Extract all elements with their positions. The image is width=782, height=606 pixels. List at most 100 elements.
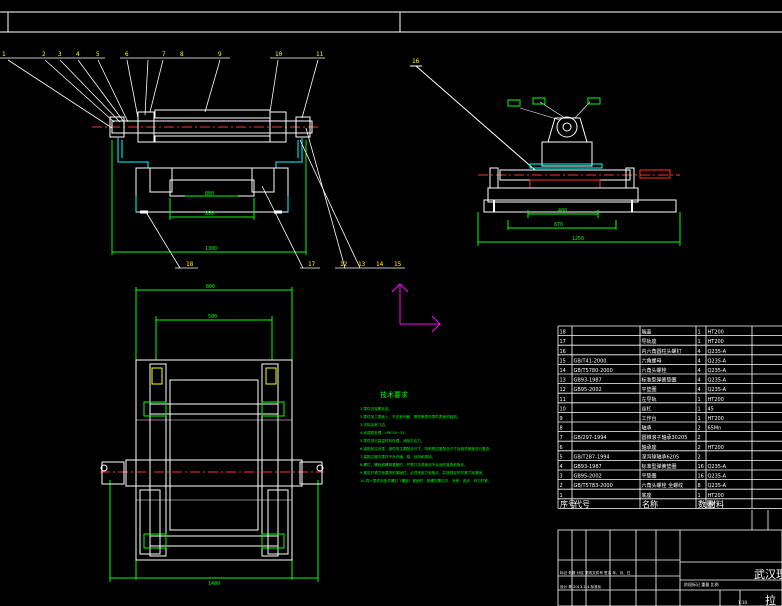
bom-cell-no: 6 [560, 445, 563, 451]
bom-cell-qty: 4 [698, 349, 701, 355]
bom-cell-qty: 1 [698, 330, 701, 336]
tech-note: 8.螺钉、螺栓和螺母紧固时，严禁打击或使用不合适的旋具和扳手。 [360, 462, 468, 467]
bom-cell-mat: Q235-A [708, 368, 727, 374]
balloon-17: 17 [308, 261, 316, 268]
bom-cell-name: 标准型弹簧垫圈 [642, 377, 677, 384]
bom-cell-no: 1 [560, 493, 563, 499]
tech-note: 6.装配前应对零、部件的主要配合尺寸，特别是过盈配合尺寸及相关精度进行复查。 [360, 446, 493, 451]
tech-title: 技术要求 [380, 390, 408, 399]
bom-cell-qty: 2 [698, 435, 701, 441]
bom-cell-qty: 1 [698, 339, 701, 345]
bom-cell-mat: HT200 [708, 445, 724, 451]
bom-cell-no: 5 [560, 454, 563, 460]
bom-header-no: 序号 [560, 499, 576, 509]
balloon-11: 11 [316, 51, 324, 58]
svg-text:1300: 1300 [205, 246, 217, 252]
bom-cell-mat: 65Mn [708, 426, 722, 432]
balloon-15: 15 [394, 261, 402, 268]
technical-requirements: 技术要求 1.零件去除氧化皮。 2.零件加工表面上，不应有划痕、擦伤等损伤零件表… [360, 390, 493, 483]
bom-cell-name: 工作台 [642, 415, 657, 422]
bom-cell-no: 3 [560, 474, 563, 480]
svg-text:800: 800 [206, 284, 215, 290]
bom-cell-mat: HT200 [708, 339, 724, 345]
bom-cell-mat: HT200 [708, 493, 724, 499]
balloon-14: 14 [376, 261, 384, 268]
svg-text:800: 800 [205, 191, 214, 197]
bom-cell-qty: 1 [698, 416, 701, 422]
bom-cell-mat: Q235-A [708, 349, 727, 355]
tech-note: 7.装配过程中零件不允许磕、碰、划伤和锈蚀。 [360, 454, 435, 459]
company-name: 武汉理 [754, 568, 782, 581]
bom-cell-code: GB95-2002 [574, 387, 602, 393]
bom-cell-name: 六角头螺栓 [642, 367, 667, 374]
bom-cell-no: 11 [560, 397, 566, 403]
bom-cell-mat: Q235-A [708, 483, 727, 489]
title-block-text: 武汉理 拉 阶段标记 重量 比例 1:10 标记 处数 分区 更改文件号 签名 … [560, 568, 782, 606]
bom-cell-qty: 4 [698, 358, 701, 364]
bom-cell-name: 标准型弹簧垫圈 [642, 463, 677, 470]
bom-cell-no: 15 [560, 358, 566, 364]
bom-cell-no: 16 [560, 349, 566, 355]
bom-cell-qty: 2 [698, 426, 701, 432]
tech-note: 2.零件加工表面上，不应有划痕、擦伤等损伤零件表面的缺陷。 [360, 414, 460, 419]
bom-header-code: 代号 [574, 499, 590, 509]
bom-cell-name: 深沟球轴承6205 [642, 453, 680, 460]
balloon-3: 3 [58, 51, 62, 58]
bom-cell-name: 轴承 [642, 425, 652, 432]
bom-cell-mat: HT200 [708, 397, 724, 403]
balloon-12: 12 [340, 261, 348, 268]
tech-note: 5.零件进行高温时效处理，消除内应力。 [360, 438, 425, 443]
bom-cell-code: GB/T287-1994 [574, 454, 610, 460]
balloon-18: 18 [186, 261, 194, 268]
ucs-axis-icon [391, 283, 441, 333]
bom-cell-name: 丝杠 [642, 405, 652, 412]
bom-cell-name: 端盖 [642, 329, 652, 336]
bom-cell-name: 圆锥滚子轴承30205 [642, 434, 688, 441]
bom-cell-qty: 4 [698, 378, 701, 384]
scale: 1:10 [738, 600, 747, 605]
balloon-7: 7 [162, 51, 166, 58]
bom-cell-mat: HT200 [708, 416, 724, 422]
title-block [557, 510, 782, 606]
sheet-labels: 阶段标记 重量 比例 [684, 581, 719, 587]
bom-cell-name: 导轨座 [642, 338, 657, 345]
bom-cell-qty: 8 [698, 483, 701, 489]
bom-header-mat: 材料 [708, 499, 724, 509]
bom-cell-no: 18 [560, 330, 566, 336]
balloon-5: 5 [96, 51, 100, 58]
bom-cell-no: 8 [560, 426, 563, 432]
bom-cell-qty: 1 [698, 397, 701, 403]
bom-cell-code: GB95-2002 [574, 474, 602, 480]
bom-cell-qty: 2 [698, 454, 701, 460]
tech-note: 10.同一零件用多件螺钉（螺栓）紧固时，各螺钉需交叉、对称、逐步、均匀拧紧。 [360, 478, 492, 483]
svg-text:1400: 1400 [208, 581, 220, 587]
tech-note: 3.去除毛刺飞边。 [360, 422, 389, 427]
svg-text:1250: 1250 [572, 236, 584, 242]
balloon-16: 16 [412, 58, 420, 65]
balloon-10: 10 [275, 51, 283, 58]
bom-cell-qty: 4 [698, 368, 701, 374]
bom-cell-name: 六角螺母 [642, 357, 662, 364]
bom-cell-name: 轴承座 [642, 444, 657, 451]
bom-header-name: 名称 [642, 499, 658, 509]
bom-cell-qty: 1 [698, 406, 701, 412]
bom-cell-name: 内六角圆柱头螺钉 [642, 348, 682, 355]
svg-text:500: 500 [208, 314, 217, 320]
bom-cell-no: 10 [560, 406, 566, 412]
balloon-1: 1 [2, 51, 6, 58]
bom-cell-name: 底座 [642, 492, 652, 499]
bom-cell-name: 平垫圈 [642, 386, 657, 393]
bom-cell-qty: 1 [698, 493, 701, 499]
design-label: 设计 杨 2013-1-4 标准化 [560, 584, 602, 589]
balloon-13: 13 [358, 261, 366, 268]
bom-cell-mat: Q235-A [708, 464, 727, 470]
bom-cell-mat: 45 [708, 406, 714, 412]
bom-cell-mat: HT200 [708, 330, 724, 336]
bom-cell-name: 平垫圈 [642, 473, 657, 480]
tech-note: 9.规定拧紧力矩要求的紧固件，必须采用力矩扳手，并按规定的拧紧力矩紧固。 [360, 470, 486, 475]
revision-labels: 标记 处数 分区 更改文件号 签名 年、月、日 [560, 570, 630, 575]
bom-cell-name: 左导轨 [642, 396, 657, 403]
bom-cell-mat: Q235-A [708, 358, 727, 364]
